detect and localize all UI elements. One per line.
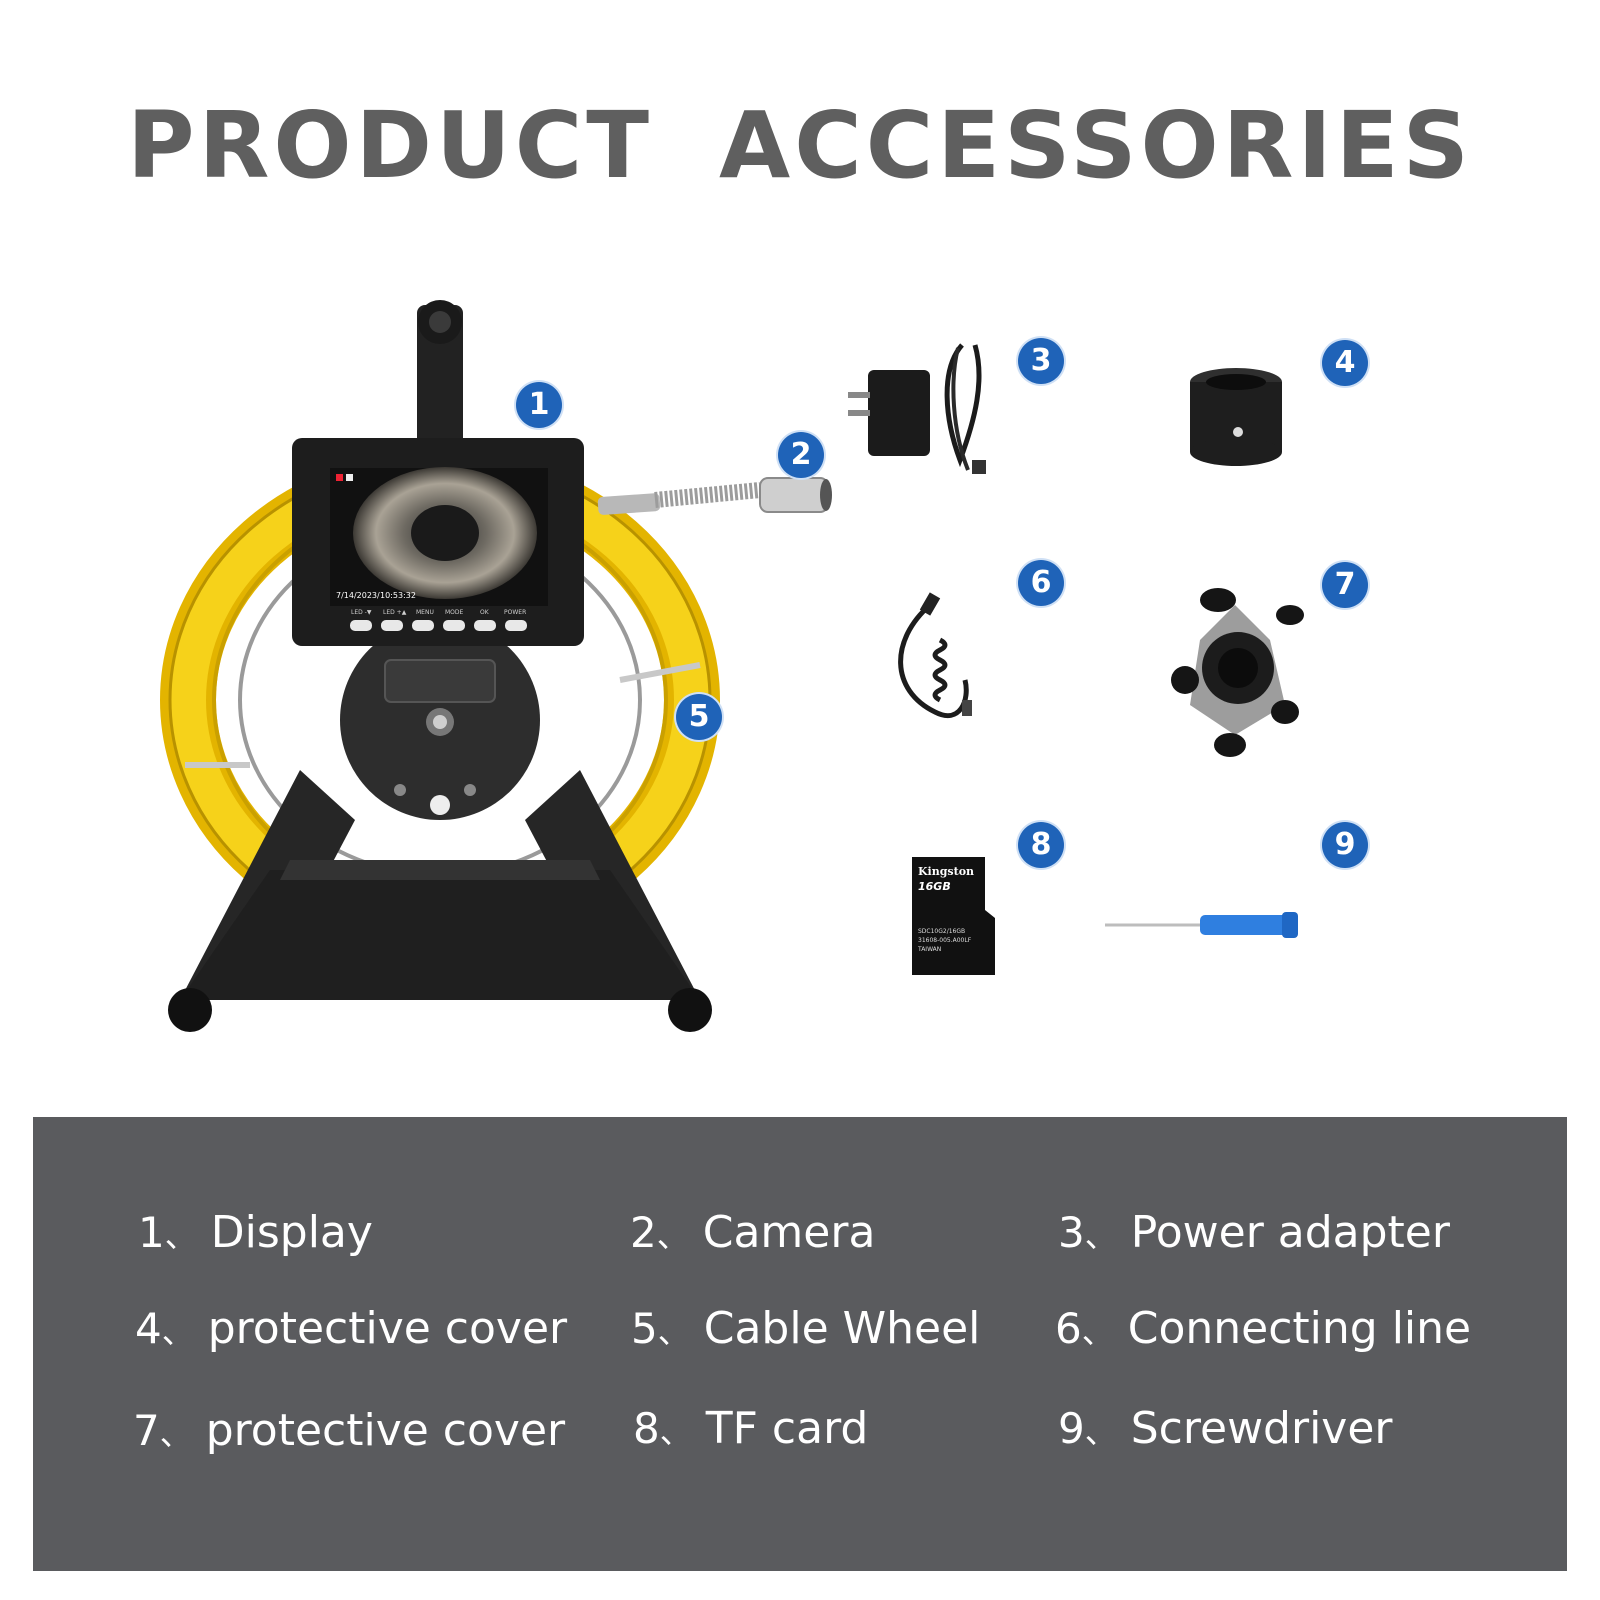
badge-2: 2 — [778, 432, 824, 478]
protective-cover-wheels — [1171, 588, 1304, 757]
tf-card-line2: 31608-005.A00LF — [918, 937, 972, 944]
tf-card-line1: SDC10G2/16GB — [918, 928, 965, 935]
screwdriver — [1105, 912, 1298, 938]
legend-item-power-adapter: 3、Power adapter — [1058, 1207, 1450, 1258]
led-up-button — [381, 620, 403, 631]
screen-date: 7/14/2023/ — [336, 591, 380, 600]
mode-button — [443, 620, 465, 631]
badge-4: 4 — [1322, 340, 1368, 386]
legend-item-camera: 2、Camera — [630, 1207, 876, 1258]
legend-panel: 1、Display 2、Camera 3、Power adapter 4、pro… — [33, 1117, 1567, 1571]
reel-handle — [417, 300, 463, 455]
display-monitor: 7/14/2023/ 10:53:32 LED -▼ LED +▲ MENU M… — [292, 438, 584, 646]
protective-cover-cap — [1190, 368, 1282, 466]
badge-7: 7 — [1322, 562, 1368, 608]
legend-item-protective-cover-1: 4、protective cover — [135, 1303, 568, 1354]
ok-button — [474, 620, 496, 631]
btn-label-led-down: LED -▼ — [351, 609, 372, 616]
badge-1: 1 — [516, 382, 562, 428]
legend-item-screwdriver: 9、Screwdriver — [1058, 1403, 1393, 1454]
btn-label-mode: MODE — [445, 609, 464, 616]
camera-probe — [597, 477, 832, 515]
menu-button — [412, 620, 434, 631]
legend-item-protective-cover-2: 7、protective cover — [133, 1405, 566, 1456]
legend-item-connecting-line: 6、Connecting line — [1055, 1303, 1472, 1354]
btn-label-led-up: LED +▲ — [383, 609, 407, 616]
badge-8: 8 — [1018, 822, 1064, 868]
power-adapter — [848, 343, 986, 474]
page-title: PRODUCT ACCESSORIES — [127, 92, 1473, 199]
badge-3: 3 — [1018, 338, 1064, 384]
btn-label-menu: MENU — [416, 609, 434, 616]
product-illustration: 7/14/2023/ 10:53:32 LED -▼ LED +▲ MENU M… — [160, 300, 1304, 1032]
tf-card-brand: Kingston — [918, 865, 974, 878]
legend-item-tf-card: 8、TF card — [633, 1403, 869, 1454]
legend-item-display: 1、Display — [138, 1207, 373, 1258]
legend-item-cable-wheel: 5、Cable Wheel — [631, 1303, 981, 1354]
badge-5: 5 — [676, 694, 722, 740]
btn-label-ok: OK — [480, 609, 490, 616]
badge-6: 6 — [1018, 560, 1064, 606]
tf-card: Kingston 16GB SDC10G2/16GB 31608-005.A00… — [912, 857, 995, 975]
tf-card-capacity: 16GB — [918, 880, 951, 893]
led-down-button — [350, 620, 372, 631]
reel-stand — [168, 770, 712, 1032]
screen-time: 10:53:32 — [380, 591, 416, 600]
badge-9: 9 — [1322, 822, 1368, 868]
power-button — [505, 620, 527, 631]
btn-label-power: POWER — [504, 609, 526, 616]
connecting-line — [898, 592, 972, 719]
tf-card-line3: TAIWAN — [917, 946, 941, 953]
